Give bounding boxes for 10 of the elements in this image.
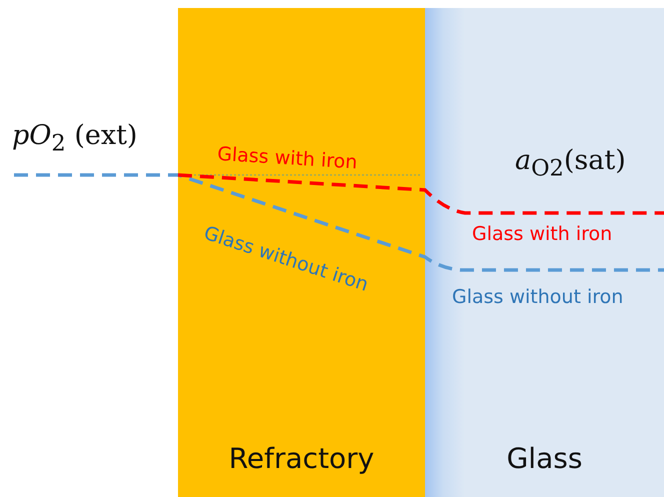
region-band	[425, 8, 664, 497]
curve-label: Glass without iron	[201, 222, 371, 296]
quantity-label: a$_{O2}$(sat)	[515, 145, 626, 182]
curve-label: Glass with iron	[472, 223, 612, 245]
curve-label: Glass without iron	[452, 286, 624, 308]
region-label: Glass	[506, 442, 584, 475]
curve-label: Glass with iron	[216, 143, 358, 174]
quantity-label: pO$_{2}$ (ext)	[12, 120, 138, 156]
region-label: Refractory	[228, 442, 376, 475]
region-band	[178, 8, 425, 497]
